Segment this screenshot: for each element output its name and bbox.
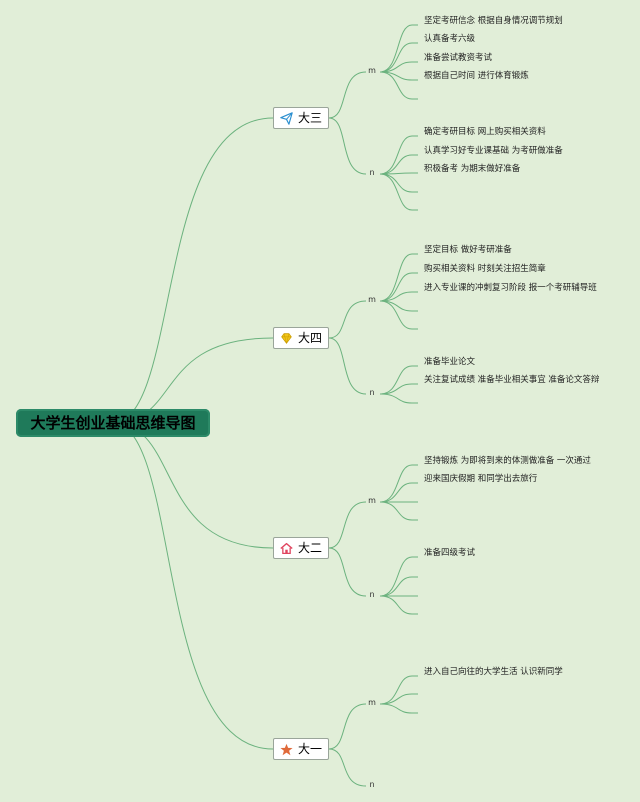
- connector-line: [379, 300, 418, 330]
- connector-line: [379, 556, 418, 597]
- sub-node-label[interactable]: m: [368, 66, 376, 75]
- connector-line: [328, 300, 367, 339]
- leaf-node[interactable]: 进入自己向往的大学生活 认识新同学: [424, 667, 563, 677]
- connector-line: [379, 482, 418, 503]
- diamond-icon: [281, 332, 292, 344]
- branch-label: 大二: [297, 541, 322, 555]
- connector-line: [379, 300, 418, 312]
- sub-node-label[interactable]: m: [368, 295, 376, 304]
- leaf-node[interactable]: 准备四级考试: [424, 548, 476, 558]
- leaf-node[interactable]: 准备毕业论文: [424, 357, 476, 367]
- connector-line: [379, 253, 418, 302]
- connector-line: [379, 42, 418, 73]
- leaf-node[interactable]: 认真备考六级: [424, 34, 476, 44]
- connector-line: [328, 501, 367, 549]
- branch-label: 大三: [297, 111, 322, 125]
- connector-line: [379, 595, 418, 615]
- paper-plane-icon: [280, 111, 293, 125]
- branch-label: 大四: [297, 331, 322, 345]
- connector-line: [379, 173, 418, 211]
- sub-node-label[interactable]: n: [369, 590, 375, 599]
- connector-line: [111, 422, 274, 549]
- sub-node-label[interactable]: m: [368, 496, 376, 505]
- connector-line: [379, 291, 418, 302]
- connector-line: [328, 703, 367, 750]
- leaf-node[interactable]: 认真学习好专业课基础 为考研做准备: [424, 146, 563, 156]
- leaf-node[interactable]: 坚定考研信念 根据自身情况调节规划: [424, 16, 563, 26]
- branch-node[interactable]: 大一: [273, 738, 329, 760]
- connector-line: [379, 61, 418, 73]
- leaf-node[interactable]: 购买相关资料 时刻关注招生简章: [424, 264, 546, 274]
- connector-line: [379, 576, 418, 597]
- leaf-node[interactable]: 坚定目标 做好考研准备: [424, 245, 512, 255]
- leaf-node[interactable]: 根据自己时间 进行体育锻炼: [424, 71, 529, 81]
- sub-node-label[interactable]: m: [368, 698, 376, 707]
- sub-node-label[interactable]: n: [369, 168, 375, 177]
- connector-line: [111, 117, 274, 424]
- connector-line: [379, 173, 418, 193]
- connector-line: [379, 272, 418, 302]
- leaf-node[interactable]: 迎来国庆假期 和同学出去旅行: [424, 474, 538, 484]
- connector-line: [379, 675, 418, 705]
- connector-line: [379, 172, 418, 175]
- home-icon: [280, 542, 293, 554]
- leaf-node[interactable]: 坚持锻炼 为即将到来的体测做准备 一次通过: [424, 456, 591, 466]
- star-icon: [280, 743, 293, 755]
- connector-line: [328, 71, 367, 119]
- connector-line: [379, 24, 418, 73]
- connector-line: [379, 154, 418, 175]
- connector-line: [328, 117, 367, 175]
- branch-node[interactable]: 大三: [273, 107, 329, 129]
- leaf-node[interactable]: 进入专业课的冲刺复习阶段 报一个考研辅导班: [424, 283, 597, 293]
- sub-node-label[interactable]: n: [369, 388, 375, 397]
- connector-line: [328, 337, 367, 395]
- connector-line: [379, 703, 418, 714]
- connector-line: [379, 365, 418, 395]
- connector-line: [111, 422, 274, 750]
- connector-line: [379, 393, 418, 404]
- branch-label: 大一: [297, 742, 322, 756]
- root-node[interactable]: 大学生创业基础思维导图: [16, 409, 210, 437]
- connector-line: [379, 693, 418, 705]
- leaf-node[interactable]: 关注复试成绩 准备毕业相关事宜 准备论文答辩: [424, 375, 600, 385]
- connector-line: [328, 748, 367, 787]
- connector-line: [379, 383, 418, 395]
- leaf-node[interactable]: 确定考研目标 网上购买相关资料: [424, 127, 546, 137]
- connector-line: [379, 501, 418, 521]
- connector-line: [379, 464, 418, 503]
- connector-line: [379, 135, 418, 175]
- connector-line: [379, 71, 418, 100]
- connector-line: [328, 547, 367, 597]
- sub-node-label[interactable]: n: [369, 780, 375, 789]
- leaf-node[interactable]: 积极备考 为期末做好准备: [424, 164, 521, 174]
- branch-node[interactable]: 大二: [273, 537, 329, 559]
- leaf-node[interactable]: 准备尝试教资考试: [424, 53, 493, 63]
- branch-node[interactable]: 大四: [273, 327, 329, 349]
